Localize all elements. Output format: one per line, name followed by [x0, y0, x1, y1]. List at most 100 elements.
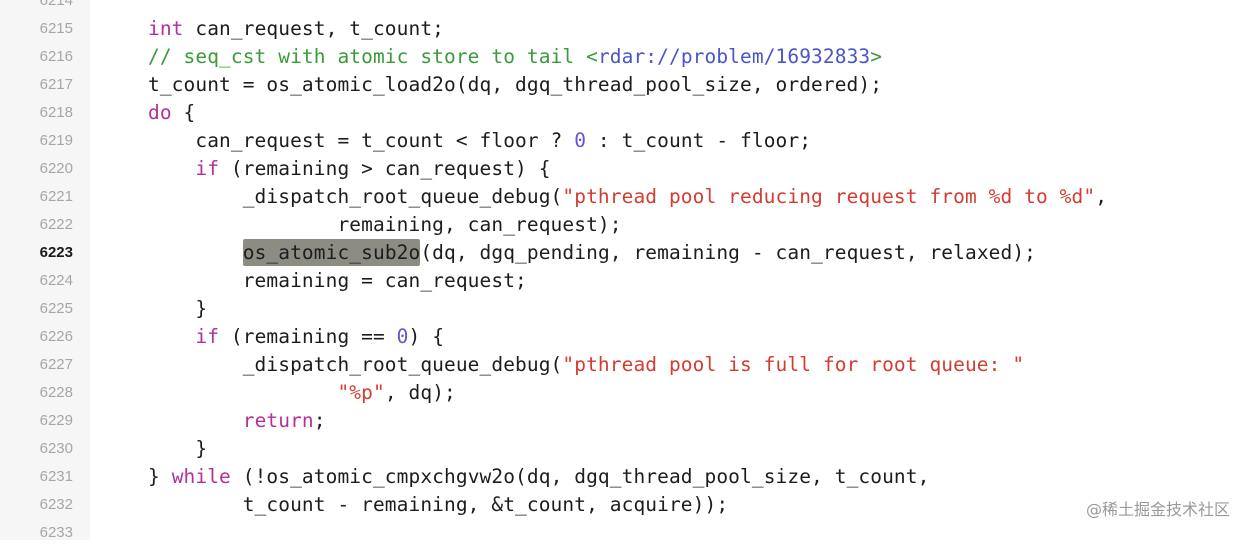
code-text[interactable]: can_request = t_count < floor ? 0 : t_co…	[148, 129, 811, 153]
line-number: 6226	[39, 328, 73, 345]
line-number: 6225	[39, 300, 73, 317]
code-token: , dq);	[384, 381, 456, 404]
code-token: 0	[574, 129, 587, 152]
code-token: 0	[396, 325, 409, 348]
code-token: (remaining > can_request) {	[219, 157, 551, 180]
code-line[interactable]: 6225 }	[0, 295, 1250, 323]
code-token: ;	[313, 409, 326, 432]
code-token: {	[171, 101, 196, 124]
code-line[interactable]: 6233	[0, 519, 1250, 547]
code-line[interactable]: 6215 int can_request, t_count;	[0, 15, 1250, 43]
code-token	[148, 381, 337, 404]
code-token: (!os_atomic_cmpxchgvw2o(dq, dgq_thread_p…	[230, 465, 930, 488]
line-number: 6215	[39, 20, 73, 37]
code-token: >	[870, 45, 883, 68]
line-number: 6214	[39, 0, 73, 9]
watermark: @稀土掘金技术社区	[1085, 500, 1230, 519]
code-token: t_count - remaining, &t_count, acquire))…	[148, 493, 729, 516]
code-line[interactable]: 6227 _dispatch_root_queue_debug("pthread…	[0, 351, 1250, 379]
line-number: 6220	[39, 160, 73, 177]
code-line[interactable]: 6218 do {	[0, 99, 1250, 127]
code-token: "%p"	[337, 381, 385, 404]
line-number: 6229	[39, 412, 73, 429]
code-token: }	[148, 297, 208, 320]
code-text[interactable]: if (remaining > can_request) {	[148, 157, 551, 181]
code-token: can_request = t_count < floor ?	[148, 129, 575, 152]
code-text[interactable]: } while (!os_atomic_cmpxchgvw2o(dq, dgq_…	[148, 465, 929, 489]
line-number: 6223	[39, 244, 73, 261]
code-text[interactable]: remaining = can_request;	[148, 269, 527, 293]
code-text[interactable]: t_count - remaining, &t_count, acquire))…	[148, 493, 728, 517]
code-line[interactable]: 6217 t_count = os_atomic_load2o(dq, dgq_t…	[0, 71, 1250, 99]
code-token	[148, 157, 195, 180]
code-line[interactable]: 6224 remaining = can_request;	[0, 267, 1250, 295]
code-text[interactable]: _dispatch_root_queue_debug("pthread pool…	[148, 185, 1107, 209]
line-number: 6217	[39, 76, 73, 93]
line-number: 6230	[39, 440, 73, 457]
code-line[interactable]: 6226 if (remaining == 0) {	[0, 323, 1250, 351]
code-token: int	[148, 17, 184, 40]
code-token: <	[586, 45, 598, 68]
code-token: if	[195, 157, 220, 180]
code-token: while	[171, 465, 231, 488]
code-line[interactable]: 6228 "%p", dq);	[0, 379, 1250, 407]
code-text[interactable]: remaining, can_request);	[148, 213, 622, 237]
code-text[interactable]: }	[148, 437, 207, 461]
code-token: ) {	[408, 325, 445, 348]
code-token: _dispatch_root_queue_debug(	[148, 353, 563, 376]
code-line[interactable]: 6230 }	[0, 435, 1250, 463]
code-token	[148, 325, 195, 348]
code-token: remaining = can_request;	[148, 269, 527, 292]
line-number: 6219	[39, 132, 73, 149]
code-text[interactable]: t_count = os_atomic_load2o(dq, dgq_threa…	[148, 73, 882, 97]
code-token: t_count = os_atomic_load2o(dq, dgq_threa…	[148, 73, 883, 96]
code-token: // seq_cst with atomic store to tail	[148, 45, 587, 68]
code-line[interactable]: 6219 can_request = t_count < floor ? 0 :…	[0, 127, 1250, 155]
code-token: if	[195, 325, 220, 348]
code-token: rdar://problem/16932833	[597, 45, 871, 68]
line-number: 6231	[39, 468, 73, 485]
code-text[interactable]: _dispatch_root_queue_debug("pthread pool…	[148, 353, 1024, 377]
code-token: do	[148, 101, 172, 124]
line-number: 6222	[39, 216, 73, 233]
line-number: 6224	[39, 272, 73, 289]
code-text[interactable]: // seq_cst with atomic store to tail <rd…	[148, 45, 882, 69]
code-line[interactable]: 6221 _dispatch_root_queue_debug("pthread…	[0, 183, 1250, 211]
code-line[interactable]: 6220 if (remaining > can_request) {	[0, 155, 1250, 183]
code-line[interactable]: 6229 return;	[0, 407, 1250, 435]
code-line[interactable]: 6216 // seq_cst with atomic store to tail…	[0, 43, 1250, 71]
code-token	[148, 409, 243, 432]
line-number: 6218	[39, 104, 73, 121]
code-text[interactable]: os_atomic_sub2o(dq, dgq_pending, remaini…	[148, 241, 1036, 265]
line-number: 6216	[39, 48, 73, 65]
code-token: "pthread pool reducing request from %d t…	[562, 185, 1096, 208]
code-line[interactable]: 6232 t_count - remaining, &t_count, acqu…	[0, 491, 1250, 519]
code-line[interactable]: 6231} while (!os_atomic_cmpxchgvw2o(dq, …	[0, 463, 1250, 491]
code-text[interactable]: do {	[148, 101, 195, 125]
line-number: 6228	[39, 384, 73, 401]
code-text[interactable]: "%p", dq);	[148, 381, 456, 405]
code-token: _dispatch_root_queue_debug(	[148, 185, 563, 208]
line-number: 6227	[39, 356, 73, 373]
code-text[interactable]: return;	[148, 409, 326, 433]
code-token: remaining, can_request);	[148, 213, 622, 236]
code-line[interactable]: 6222 remaining, can_request);	[0, 211, 1250, 239]
code-token: : t_count - floor;	[586, 129, 812, 152]
code-line[interactable]: 6223 os_atomic_sub2o(dq, dgq_pending, re…	[0, 239, 1250, 267]
code-token: "pthread pool is full for root queue: "	[562, 353, 1025, 376]
code-token: (dq, dgq_pending, remaining - can_reques…	[420, 241, 1037, 264]
highlighted-symbol: os_atomic_sub2o	[242, 241, 421, 264]
code-token: can_request, t_count;	[183, 17, 445, 40]
code-text[interactable]: }	[148, 297, 207, 321]
code-token: return	[242, 409, 314, 432]
line-number: 6233	[39, 524, 73, 541]
code-text[interactable]: int can_request, t_count;	[148, 17, 444, 41]
line-number-gutter	[0, 0, 90, 540]
code-token: ,	[1095, 185, 1108, 208]
line-number: 6221	[39, 188, 73, 205]
code-text[interactable]: if (remaining == 0) {	[148, 325, 444, 349]
code-token: }	[148, 465, 172, 488]
line-number: 6232	[39, 496, 73, 513]
code-line[interactable]: 6214	[0, 0, 1250, 15]
